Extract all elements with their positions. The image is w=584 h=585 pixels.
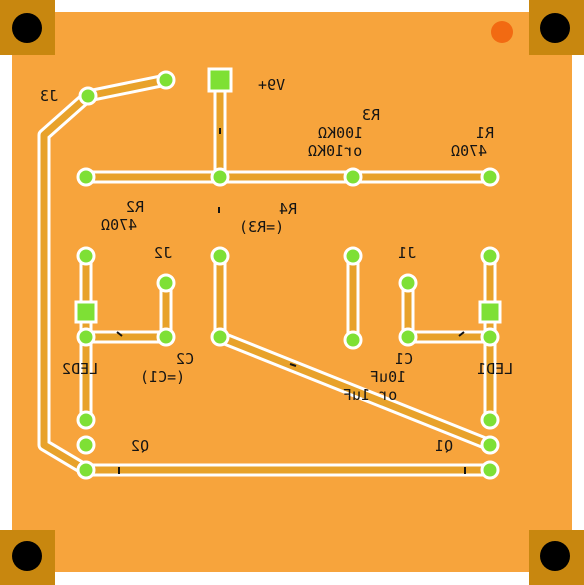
silkscreen-labels: J3 V9+ R3 100KΩ or10KΩ R1 470Ω R2 470Ω R… bbox=[40, 76, 513, 455]
orientation-marker bbox=[491, 21, 513, 43]
mounting-hole-bottom-right bbox=[540, 541, 570, 571]
label-j2: J2 bbox=[154, 244, 172, 262]
silkscreen-ticks bbox=[116, 128, 466, 474]
pad-c1-right bbox=[343, 330, 363, 350]
pad-c2-right bbox=[156, 327, 176, 347]
label-r3: R3 bbox=[362, 106, 380, 124]
mounting-hole-top-right bbox=[540, 13, 570, 43]
label-r1-value: 470Ω bbox=[451, 142, 487, 160]
label-q1: Q1 bbox=[435, 437, 453, 455]
pad-led1-square bbox=[478, 300, 502, 324]
label-r1: R1 bbox=[476, 124, 494, 142]
pad-j2 bbox=[156, 273, 176, 293]
mounting-hole-bottom-left bbox=[12, 541, 42, 571]
pad-r4-bottom bbox=[210, 246, 230, 266]
pad-v9-junction bbox=[210, 167, 230, 187]
pad-c2-left bbox=[76, 327, 96, 347]
label-c2-value: (=C1) bbox=[140, 368, 185, 386]
label-j3: J3 bbox=[40, 87, 58, 105]
label-q2: Q2 bbox=[131, 437, 149, 455]
pad-r2-bottom bbox=[76, 246, 96, 266]
pads bbox=[74, 67, 502, 480]
label-c1-value-2: or 1uF bbox=[343, 386, 397, 404]
pad-q2-base bbox=[76, 435, 96, 455]
label-c1-value-1: 10uF bbox=[370, 368, 406, 386]
label-r2-value: 470Ω bbox=[101, 216, 137, 234]
pad-r3-bottom bbox=[343, 246, 363, 266]
label-c1: C1 bbox=[395, 350, 413, 368]
pad-q1-emitter bbox=[480, 460, 500, 480]
pad-q1-base bbox=[480, 435, 500, 455]
label-j1: J1 bbox=[398, 244, 416, 262]
copper-fill bbox=[12, 12, 572, 572]
label-r3-value-1: 100KΩ bbox=[318, 124, 363, 142]
pad-q2-collector bbox=[76, 410, 96, 430]
pad-r4-top bbox=[210, 327, 230, 347]
label-r4: R4 bbox=[279, 200, 297, 218]
pad-r1-bottom bbox=[480, 246, 500, 266]
pad-led2-square bbox=[74, 300, 98, 324]
pad-r1-top bbox=[480, 167, 500, 187]
pad-led1-cathode bbox=[480, 327, 500, 347]
mounting-hole-top-left bbox=[12, 13, 42, 43]
trace-j3-ground bbox=[40, 76, 170, 474]
pad-r3-top bbox=[343, 167, 363, 187]
label-led2: LED2 bbox=[62, 360, 98, 378]
pad-q1-collector bbox=[480, 410, 500, 430]
pad-j3-1 bbox=[78, 86, 98, 106]
label-r4-value: (=R3) bbox=[239, 218, 284, 236]
label-r3-value-2: or10KΩ bbox=[308, 142, 362, 160]
label-v9: V9+ bbox=[258, 76, 285, 94]
pad-j1 bbox=[398, 273, 418, 293]
pad-r2-top bbox=[76, 167, 96, 187]
label-r2: R2 bbox=[126, 198, 144, 216]
pad-q2-emitter bbox=[76, 460, 96, 480]
label-c2: C2 bbox=[176, 350, 194, 368]
pad-v9-square bbox=[207, 67, 233, 93]
pad-j3-2 bbox=[156, 70, 176, 90]
label-led1: LED1 bbox=[477, 360, 513, 378]
pad-c1-left bbox=[398, 327, 418, 347]
